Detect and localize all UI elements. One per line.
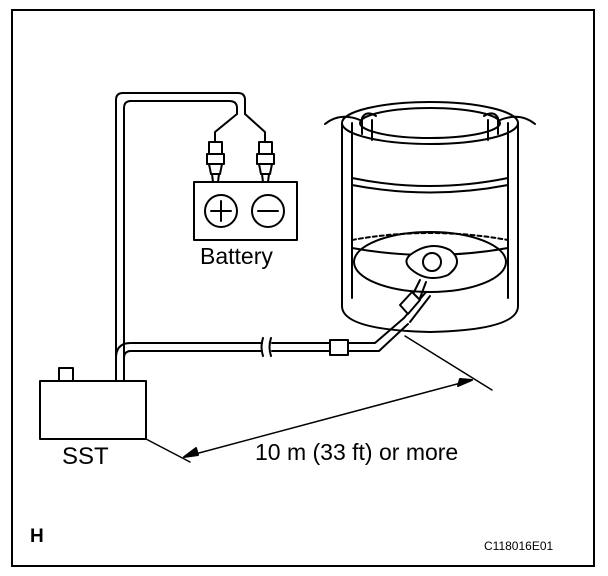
sst-tester — [39, 367, 147, 440]
fuel-sender-gauge — [399, 245, 458, 315]
lead-wire-to-battery — [115, 92, 266, 382]
figure-frame — [11, 9, 595, 567]
panel-letter: H — [30, 526, 44, 547]
plus-icon — [204, 194, 238, 228]
figure-code: C118016E01 — [484, 539, 554, 553]
wire-break-symbol — [260, 337, 272, 357]
fuel-level — [351, 232, 509, 241]
minus-icon — [251, 194, 285, 228]
inline-connector — [329, 339, 349, 356]
lead-wire-to-sender — [115, 291, 431, 382]
sst-connector-nub — [58, 367, 74, 382]
sst-label: SST — [62, 443, 109, 470]
battery — [193, 181, 298, 241]
fuel-container — [324, 101, 536, 333]
battery-label: Battery — [200, 243, 273, 269]
battery-clip-negative — [256, 141, 275, 183]
battery-clip-positive — [206, 141, 225, 183]
distance-label: 10 m (33 ft) or more — [255, 439, 459, 465]
distance-dimension — [145, 335, 493, 463]
sst-body — [39, 380, 147, 440]
battery-body — [193, 181, 298, 241]
